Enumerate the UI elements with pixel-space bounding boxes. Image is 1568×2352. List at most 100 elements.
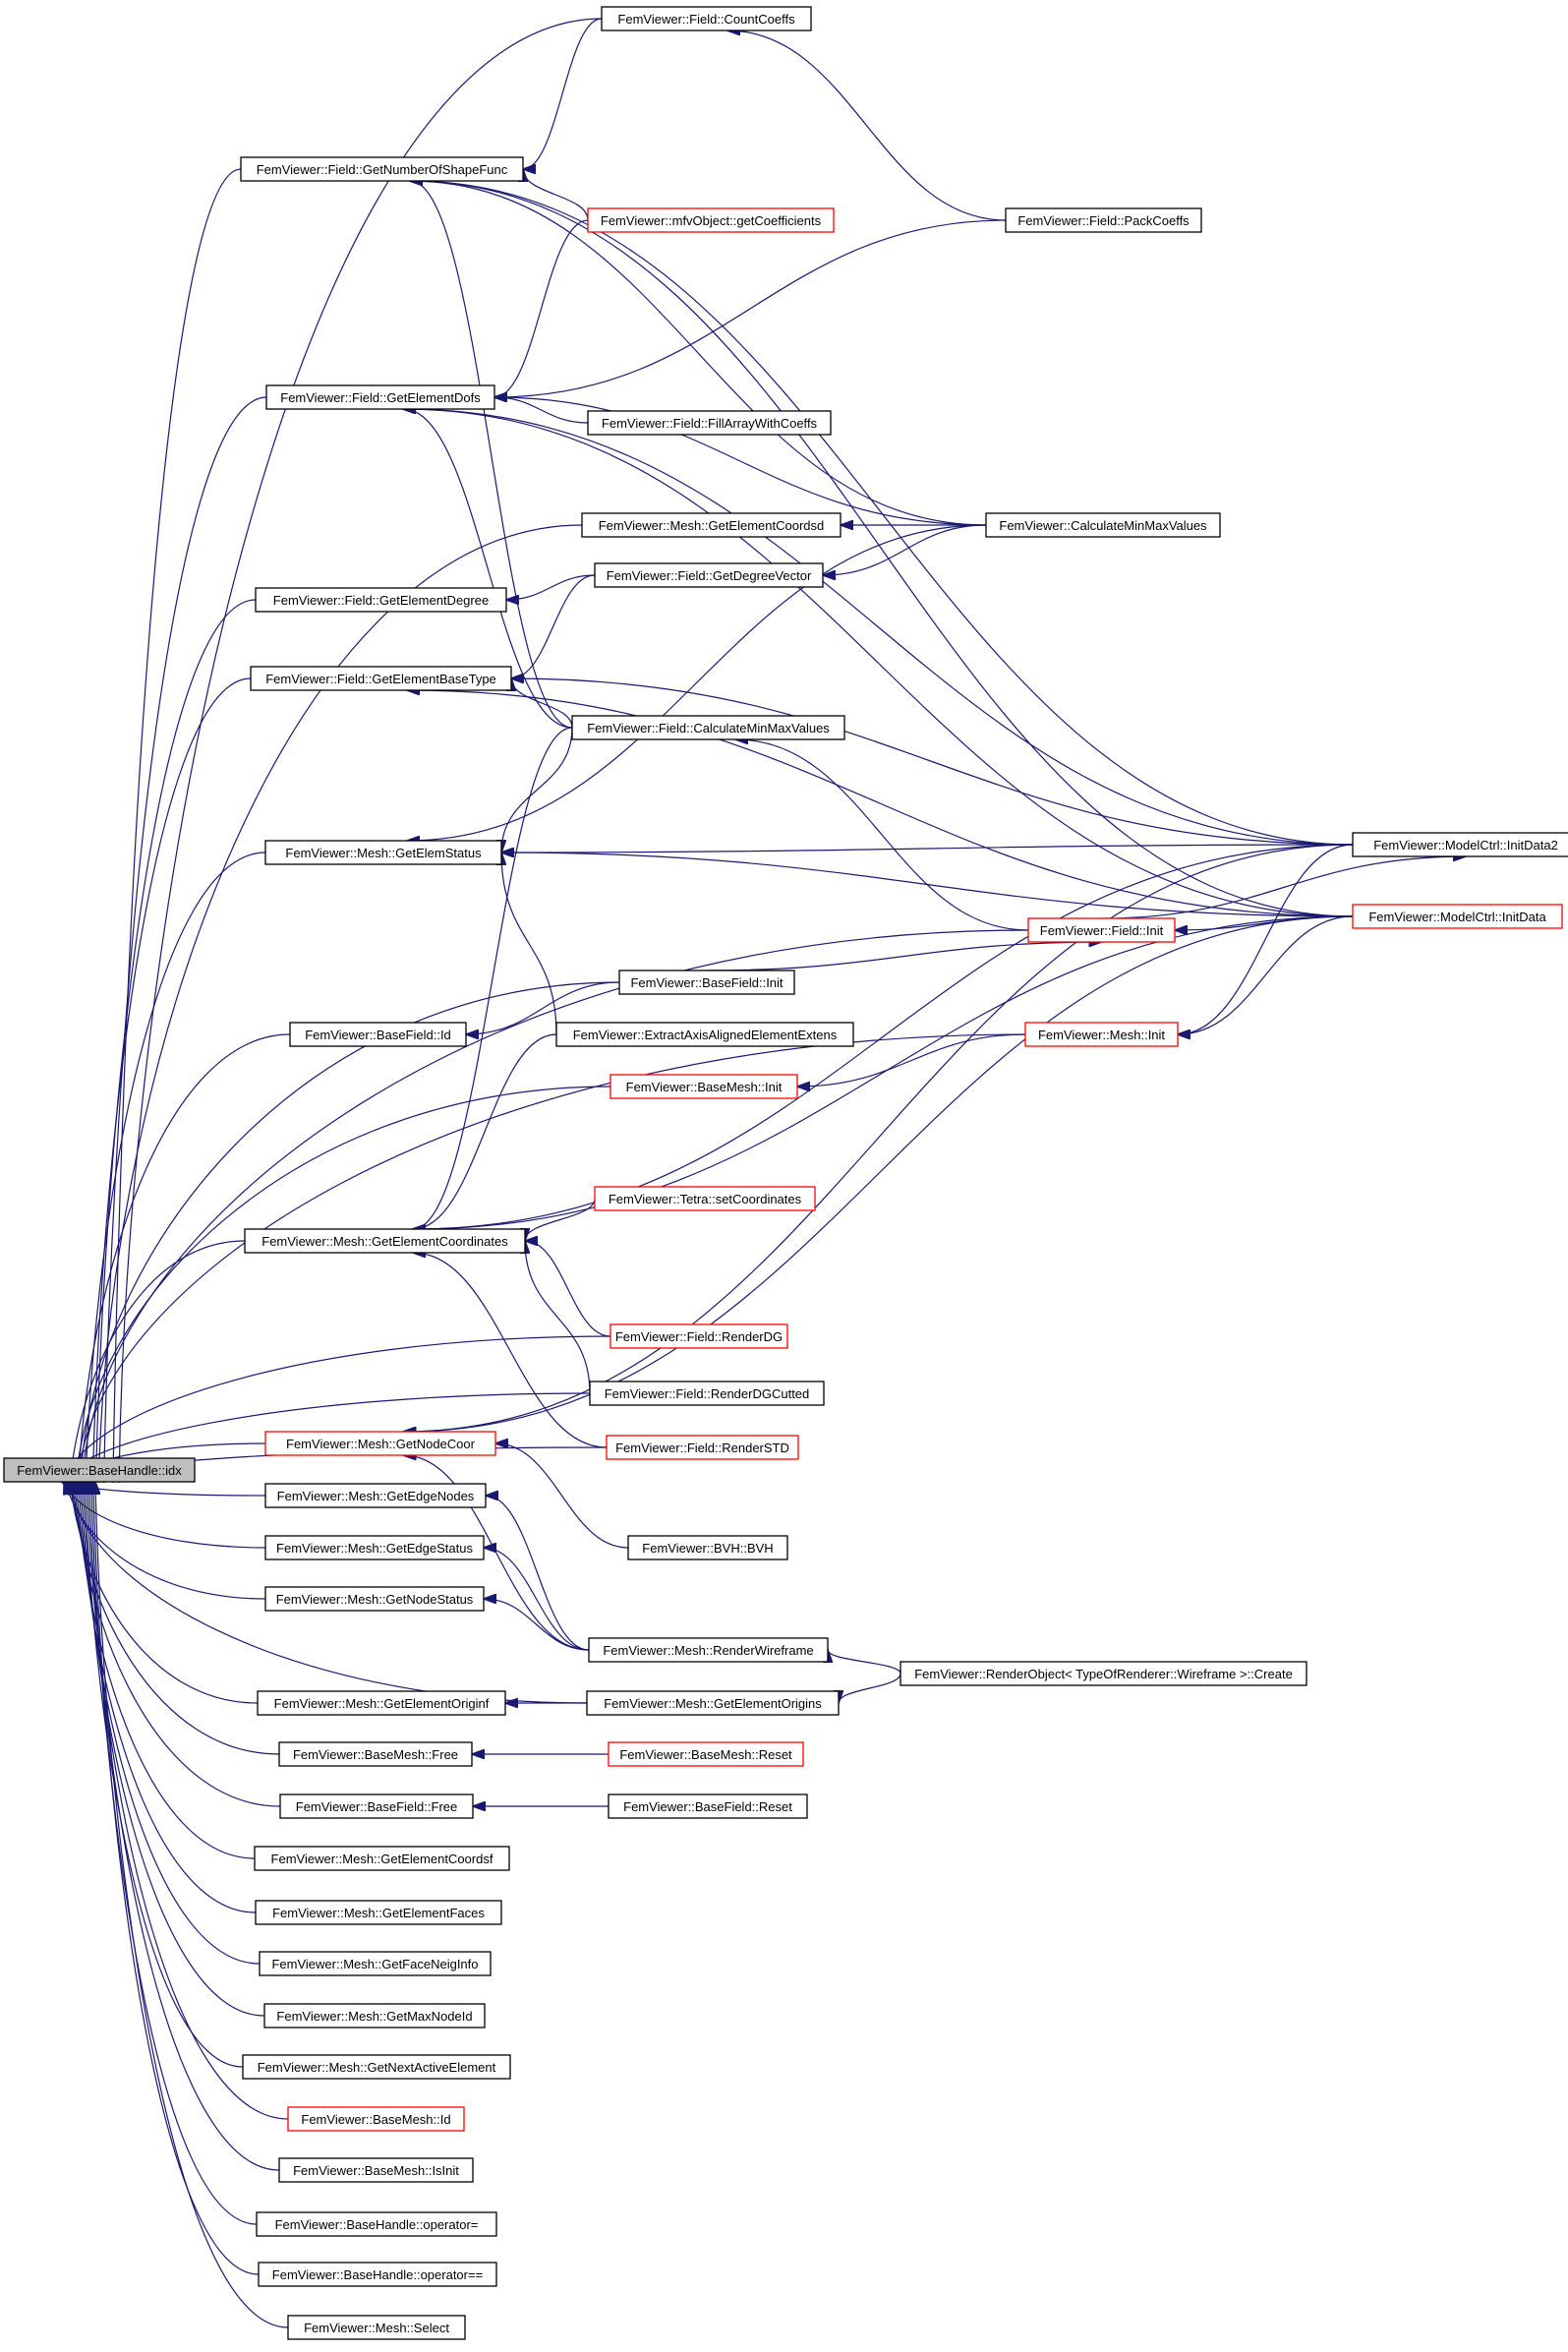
node-meshInit[interactable]: FemViewer::Mesh::Init bbox=[1024, 1022, 1179, 1047]
node-baseFieldInit[interactable]: FemViewer::BaseField::Init bbox=[618, 970, 795, 995]
node-box[interactable] bbox=[250, 666, 512, 691]
node-box[interactable] bbox=[594, 562, 824, 588]
node-box[interactable] bbox=[264, 1483, 487, 1508]
node-fillArray[interactable]: FemViewer::Field::FillArrayWithCoeffs bbox=[587, 410, 832, 436]
node-initData2[interactable]: FemViewer::ModelCtrl::InitData2 bbox=[1352, 832, 1568, 857]
node-box[interactable] bbox=[581, 512, 842, 538]
node-box[interactable] bbox=[264, 1586, 485, 1612]
node-box[interactable] bbox=[256, 2211, 497, 2237]
node-box[interactable] bbox=[555, 1022, 854, 1047]
node-getEdgeStatus[interactable]: FemViewer::Mesh::GetEdgeStatus bbox=[264, 1535, 485, 1560]
node-extractAABB[interactable]: FemViewer::ExtractAxisAlignedElementExte… bbox=[555, 1022, 854, 1047]
node-opEq[interactable]: FemViewer::BaseHandle::operator== bbox=[258, 2262, 497, 2287]
node-getElemFaces[interactable]: FemViewer::Mesh::GetElementFaces bbox=[255, 1900, 502, 1925]
node-getMaxNodeId[interactable]: FemViewer::Mesh::GetMaxNodeId bbox=[263, 2003, 486, 2029]
node-box[interactable] bbox=[257, 1690, 506, 1716]
node-box[interactable] bbox=[594, 1186, 816, 1211]
node-box[interactable] bbox=[589, 1381, 825, 1406]
node-box[interactable] bbox=[254, 1846, 510, 1871]
node-baseFieldId[interactable]: FemViewer::BaseField::Id bbox=[289, 1022, 467, 1047]
node-box[interactable] bbox=[3, 1457, 196, 1483]
node-box[interactable] bbox=[601, 6, 812, 31]
node-tetraSetCoords[interactable]: FemViewer::Tetra::setCoordinates bbox=[594, 1186, 816, 1211]
node-baseMeshIsInit[interactable]: FemViewer::BaseMesh::IsInit bbox=[278, 2157, 474, 2183]
node-getNodeStatus[interactable]: FemViewer::Mesh::GetNodeStatus bbox=[264, 1586, 485, 1612]
node-renderWireframe[interactable]: FemViewer::Mesh::RenderWireframe bbox=[588, 1637, 829, 1663]
node-box[interactable] bbox=[1352, 832, 1568, 857]
node-getElemCoordsd[interactable]: FemViewer::Mesh::GetElementCoordsd bbox=[581, 512, 842, 538]
node-getNumShape[interactable]: FemViewer::Field::GetNumberOfShapeFunc bbox=[240, 156, 524, 182]
node-packCoeffs[interactable]: FemViewer::Field::PackCoeffs bbox=[1005, 207, 1202, 233]
node-box[interactable] bbox=[279, 1793, 474, 1819]
node-renderDG[interactable]: FemViewer::Field::RenderDG bbox=[610, 1323, 788, 1349]
node-box[interactable] bbox=[618, 970, 795, 995]
node-box[interactable] bbox=[586, 1690, 840, 1716]
node-box[interactable] bbox=[287, 2106, 465, 2132]
node-baseFieldFree[interactable]: FemViewer::BaseField::Free bbox=[279, 1793, 474, 1819]
node-box[interactable] bbox=[588, 1637, 829, 1663]
node-calcMinMaxG[interactable]: FemViewer::CalculateMinMaxValues bbox=[985, 512, 1221, 538]
node-box[interactable] bbox=[587, 410, 832, 436]
node-box[interactable] bbox=[255, 1900, 502, 1925]
node-fieldInit[interactable]: FemViewer::Field::Init bbox=[1027, 917, 1176, 943]
node-getNextActive[interactable]: FemViewer::Mesh::GetNextActiveElement bbox=[242, 2054, 511, 2080]
node-opAssign[interactable]: FemViewer::BaseHandle::operator= bbox=[256, 2211, 497, 2237]
node-baseFieldReset[interactable]: FemViewer::BaseField::Reset bbox=[608, 1793, 808, 1819]
node-getNodeCoor[interactable]: FemViewer::Mesh::GetNodeCoor bbox=[264, 1431, 496, 1456]
node-box[interactable] bbox=[264, 1431, 496, 1456]
node-box[interactable] bbox=[264, 1535, 485, 1560]
node-box[interactable] bbox=[287, 2315, 466, 2340]
node-box[interactable] bbox=[255, 587, 507, 613]
node-box[interactable] bbox=[608, 1793, 808, 1819]
node-getFaceNeig[interactable]: FemViewer::Mesh::GetFaceNeigInfo bbox=[259, 1951, 492, 1976]
node-box[interactable] bbox=[289, 1022, 467, 1047]
node-getElemOrigins[interactable]: FemViewer::Mesh::GetElementOrigins bbox=[586, 1690, 840, 1716]
node-box[interactable] bbox=[263, 2003, 486, 2029]
node-box[interactable] bbox=[985, 512, 1221, 538]
node-calcMinMaxF[interactable]: FemViewer::Field::CalculateMinMaxValues bbox=[571, 715, 845, 740]
node-bvh[interactable]: FemViewer::BVH::BVH bbox=[627, 1535, 788, 1560]
node-getElemOriginf[interactable]: FemViewer::Mesh::GetElementOriginf bbox=[257, 1690, 506, 1716]
node-getElemBaseType[interactable]: FemViewer::Field::GetElementBaseType bbox=[250, 666, 512, 691]
node-box[interactable] bbox=[900, 1661, 1307, 1686]
node-box[interactable] bbox=[264, 840, 502, 865]
node-box[interactable] bbox=[606, 1435, 799, 1460]
node-renderDGCutted[interactable]: FemViewer::Field::RenderDGCutted bbox=[589, 1381, 825, 1406]
node-countCoeffs[interactable]: FemViewer::Field::CountCoeffs bbox=[601, 6, 812, 31]
node-getElemDofs[interactable]: FemViewer::Field::GetElementDofs bbox=[265, 384, 495, 410]
node-baseMeshId[interactable]: FemViewer::BaseMesh::Id bbox=[287, 2106, 465, 2132]
node-box[interactable] bbox=[1005, 207, 1202, 233]
node-meshSelect[interactable]: FemViewer::Mesh::Select bbox=[287, 2315, 466, 2340]
node-getElemCoords[interactable]: FemViewer::Mesh::GetElementCoordinates bbox=[244, 1228, 526, 1254]
node-baseMeshFree[interactable]: FemViewer::BaseMesh::Free bbox=[278, 1741, 473, 1767]
node-box[interactable] bbox=[1027, 917, 1176, 943]
node-box[interactable] bbox=[259, 1951, 492, 1976]
node-box[interactable] bbox=[610, 1323, 788, 1349]
node-box[interactable] bbox=[258, 2262, 497, 2287]
node-box[interactable] bbox=[242, 2054, 511, 2080]
node-box[interactable] bbox=[244, 1228, 526, 1254]
node-mfvGetCoeffs[interactable]: FemViewer::mfvObject::getCoefficients bbox=[587, 207, 835, 233]
node-box[interactable] bbox=[278, 2157, 474, 2183]
node-box[interactable] bbox=[571, 715, 845, 740]
node-getElemStatus[interactable]: FemViewer::Mesh::GetElemStatus bbox=[264, 840, 502, 865]
node-box[interactable] bbox=[1352, 904, 1563, 929]
node-box[interactable] bbox=[627, 1535, 788, 1560]
node-box[interactable] bbox=[587, 207, 835, 233]
node-box[interactable] bbox=[240, 156, 524, 182]
node-root[interactable]: FemViewer::BaseHandle::idx bbox=[3, 1457, 196, 1483]
node-renderSTD[interactable]: FemViewer::Field::RenderSTD bbox=[606, 1435, 799, 1460]
node-initData[interactable]: FemViewer::ModelCtrl::InitData bbox=[1352, 904, 1563, 929]
node-baseMeshReset[interactable]: FemViewer::BaseMesh::Reset bbox=[608, 1741, 804, 1767]
node-box[interactable] bbox=[278, 1741, 473, 1767]
node-box[interactable] bbox=[608, 1741, 804, 1767]
node-getElemDegree[interactable]: FemViewer::Field::GetElementDegree bbox=[255, 587, 507, 613]
node-box[interactable] bbox=[610, 1074, 798, 1099]
node-getDegreeVector[interactable]: FemViewer::Field::GetDegreeVector bbox=[594, 562, 824, 588]
node-getElemCoordsf[interactable]: FemViewer::Mesh::GetElementCoordsf bbox=[254, 1846, 510, 1871]
node-renderObjCreate[interactable]: FemViewer::RenderObject< TypeOfRenderer:… bbox=[900, 1661, 1307, 1686]
node-getEdgeNodes[interactable]: FemViewer::Mesh::GetEdgeNodes bbox=[264, 1483, 487, 1508]
node-baseMeshInit[interactable]: FemViewer::BaseMesh::Init bbox=[610, 1074, 798, 1099]
node-box[interactable] bbox=[1024, 1022, 1179, 1047]
node-box[interactable] bbox=[265, 384, 495, 410]
